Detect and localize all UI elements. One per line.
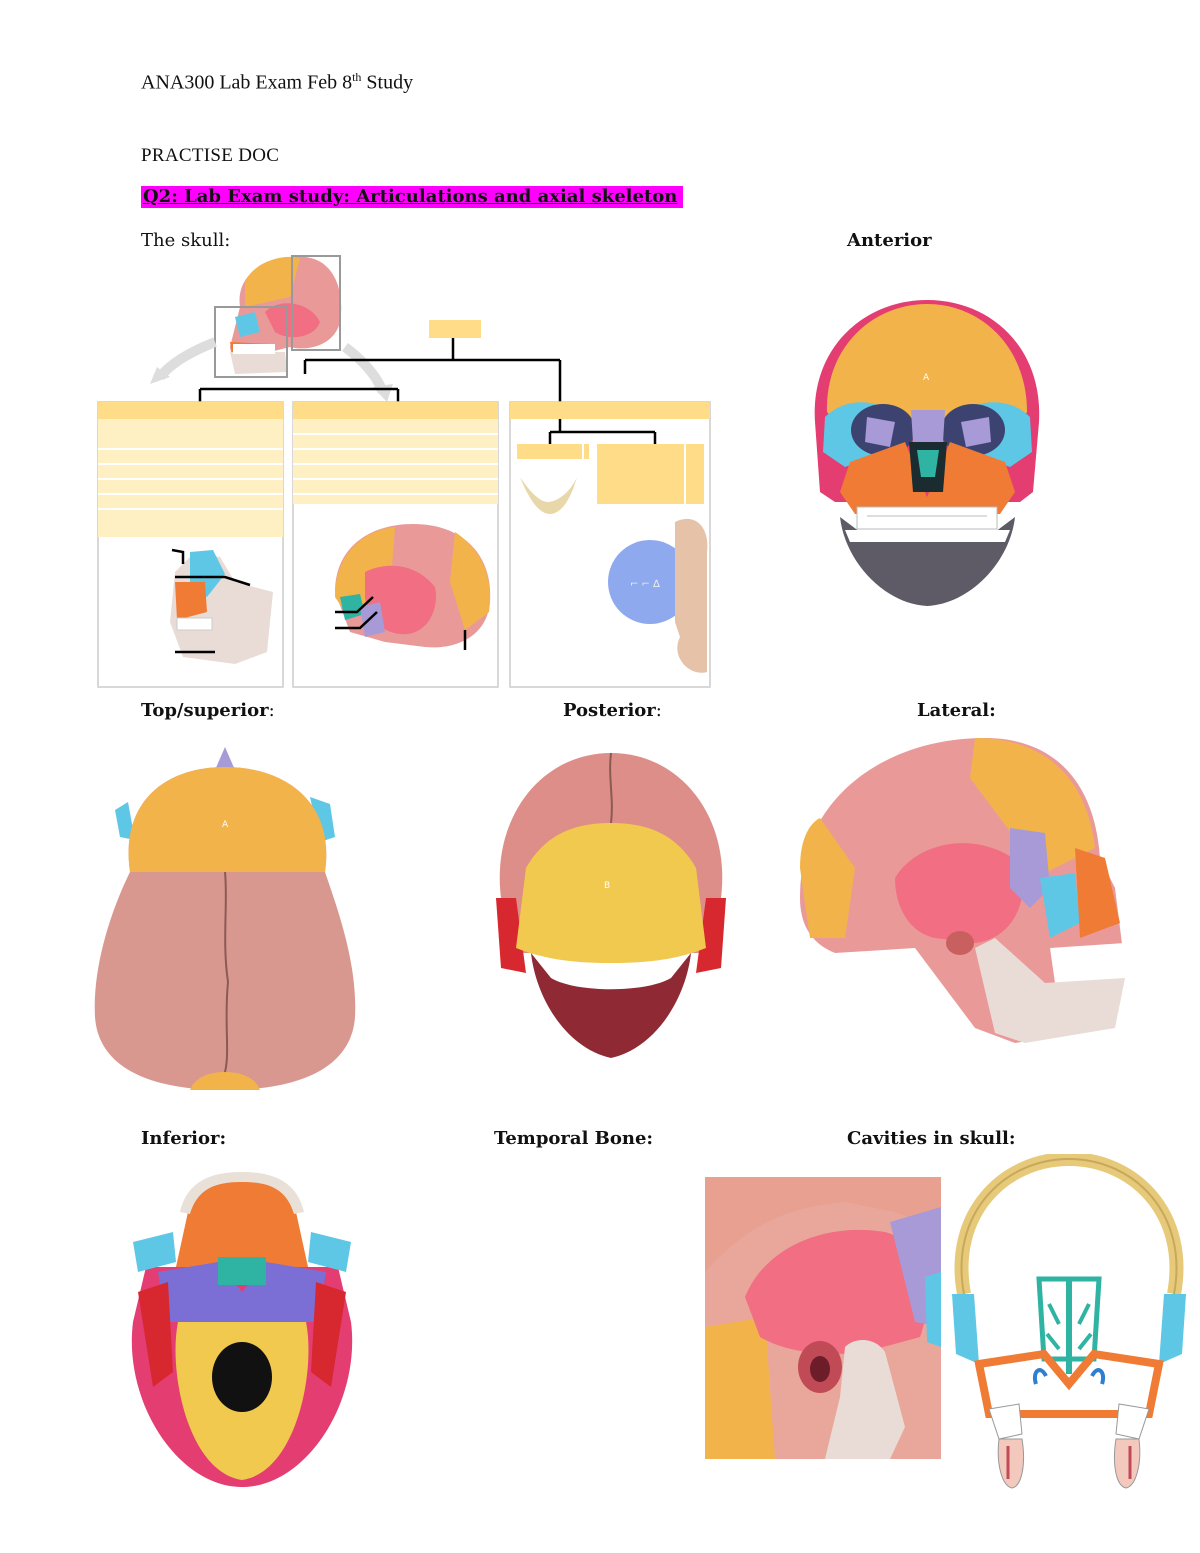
svg-text:A: A: [923, 373, 930, 383]
superior-skull-figure: A: [94, 747, 356, 1090]
label-inferior: Inferior:: [141, 1128, 227, 1149]
inferior-skull-figure: [131, 1172, 353, 1487]
svg-text:⌐ ⌐ ∆: ⌐ ⌐ ∆: [630, 579, 660, 590]
label-posterior-colon: :: [655, 700, 662, 721]
title-superscript: th: [352, 70, 362, 84]
temporal-bone-figure: [705, 1177, 941, 1459]
label-anterior: Anterior: [847, 230, 932, 251]
anterior-skull-figure: A: [814, 300, 1040, 606]
svg-text:B: B: [604, 881, 610, 891]
title-text-end: Study: [361, 71, 414, 94]
panel-associated-bones: ⌐ ⌐ ∆: [509, 401, 711, 688]
section-heading: Q2: Lab Exam study: Articulations and ax…: [141, 186, 684, 208]
panel-cranial-bones: [292, 401, 499, 688]
skull-label: The skull:: [141, 230, 231, 251]
skull-cavities-figure: [952, 1154, 1186, 1489]
label-lateral: Lateral:: [917, 700, 996, 721]
lateral-skull-figure: [800, 738, 1130, 1043]
title-text: ANA300 Lab Exam Feb 8: [141, 71, 353, 94]
mini-skull-icon: [230, 256, 342, 374]
posterior-skull-figure: B: [496, 752, 726, 1058]
svg-text:A: A: [222, 820, 229, 830]
panel-facial-bones: [97, 401, 284, 688]
skull-classification-diagram: ⌐ ⌐ ∆: [97, 255, 711, 688]
label-posterior: Posterior:: [563, 700, 662, 721]
label-top-text: Top/superior: [141, 700, 269, 721]
label-temporal-bone: Temporal Bone:: [494, 1128, 654, 1149]
document-subtitle: PRACTISE DOC: [141, 145, 280, 166]
label-top-superior: Top/superior:: [141, 700, 275, 721]
document-title: ANA300 Lab Exam Feb 8th Study: [141, 70, 413, 95]
label-posterior-text: Posterior: [563, 700, 656, 721]
label-top-colon: :: [268, 700, 275, 721]
label-cavities-in-skull: Cavities in skull:: [847, 1128, 1016, 1149]
